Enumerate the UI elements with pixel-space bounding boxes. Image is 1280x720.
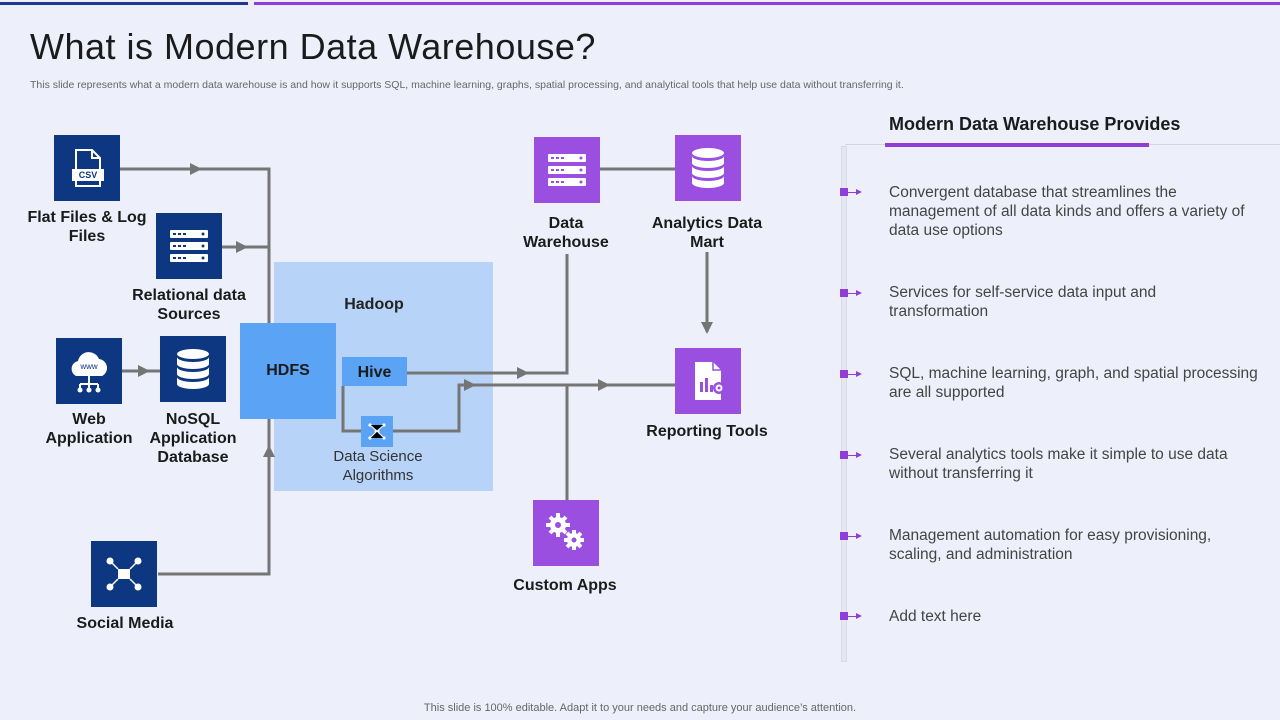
social-media-label: Social Media (76, 615, 174, 632)
hadoop-label: Hadoop (344, 296, 404, 313)
report-document-icon (675, 348, 741, 414)
hdfs-label: HDFS (266, 362, 310, 379)
bullet-marker (840, 188, 862, 196)
panel-item: Management automation for easy provision… (889, 527, 1212, 563)
analytics-data-mart-label: Analytics Data Mart (651, 215, 763, 251)
panel-item: Services for self-service data input and… (889, 284, 1157, 320)
relational-sources-label: Relational data Sources (132, 287, 246, 323)
web-cloud-icon: www (56, 338, 122, 404)
data-science-label: Data Science Algorithms (333, 448, 423, 484)
panel-item: SQL, machine learning, graph, and spatia… (889, 365, 1258, 401)
nosql-database-label: NoSQL Application Database (149, 411, 237, 466)
data-science-icon (361, 416, 393, 447)
reporting-tools-label: Reporting Tools (646, 423, 768, 440)
database-icon (160, 336, 226, 402)
data-warehouse-server-icon (534, 137, 600, 203)
panel-timeline (841, 146, 847, 662)
panel-item: Several analytics tools make it simple t… (889, 446, 1228, 482)
bullet-marker (840, 612, 862, 620)
page-subtitle: This slide represents what a modern data… (30, 79, 904, 91)
top-accent-bar-purple (254, 2, 1280, 5)
bullet-marker (840, 370, 862, 378)
hive-block (342, 357, 407, 386)
hdfs-block (240, 323, 336, 419)
data-warehouse-label: Data Warehouse (523, 215, 609, 251)
social-network-icon (91, 541, 157, 607)
web-application-label: Web Application (45, 411, 133, 447)
flat-files-label: Flat Files & Log Files (27, 209, 147, 245)
page-title: What is Modern Data Warehouse? (30, 26, 596, 67)
bullet-marker (840, 289, 862, 297)
www-text: www (80, 362, 98, 371)
hive-label: Hive (357, 364, 392, 381)
custom-apps-label: Custom Apps (513, 577, 617, 594)
panel-item: Convergent database that streamlines the… (889, 184, 1245, 239)
bullet-marker (840, 451, 862, 459)
csv-text: CSV (78, 170, 98, 180)
gears-icon (533, 500, 599, 566)
footer-note: This slide is 100% editable. Adapt it to… (423, 702, 857, 714)
panel-item: Add text here (889, 608, 982, 625)
analytics-mart-database-icon (675, 135, 741, 201)
csv-file-icon: CSV (54, 135, 120, 201)
server-rack-icon (156, 213, 222, 279)
panel-title-underline (885, 143, 1149, 147)
panel-title: Modern Data Warehouse Provides (889, 114, 1181, 134)
top-accent-bar-dark (0, 2, 248, 5)
bullet-marker (840, 532, 862, 540)
